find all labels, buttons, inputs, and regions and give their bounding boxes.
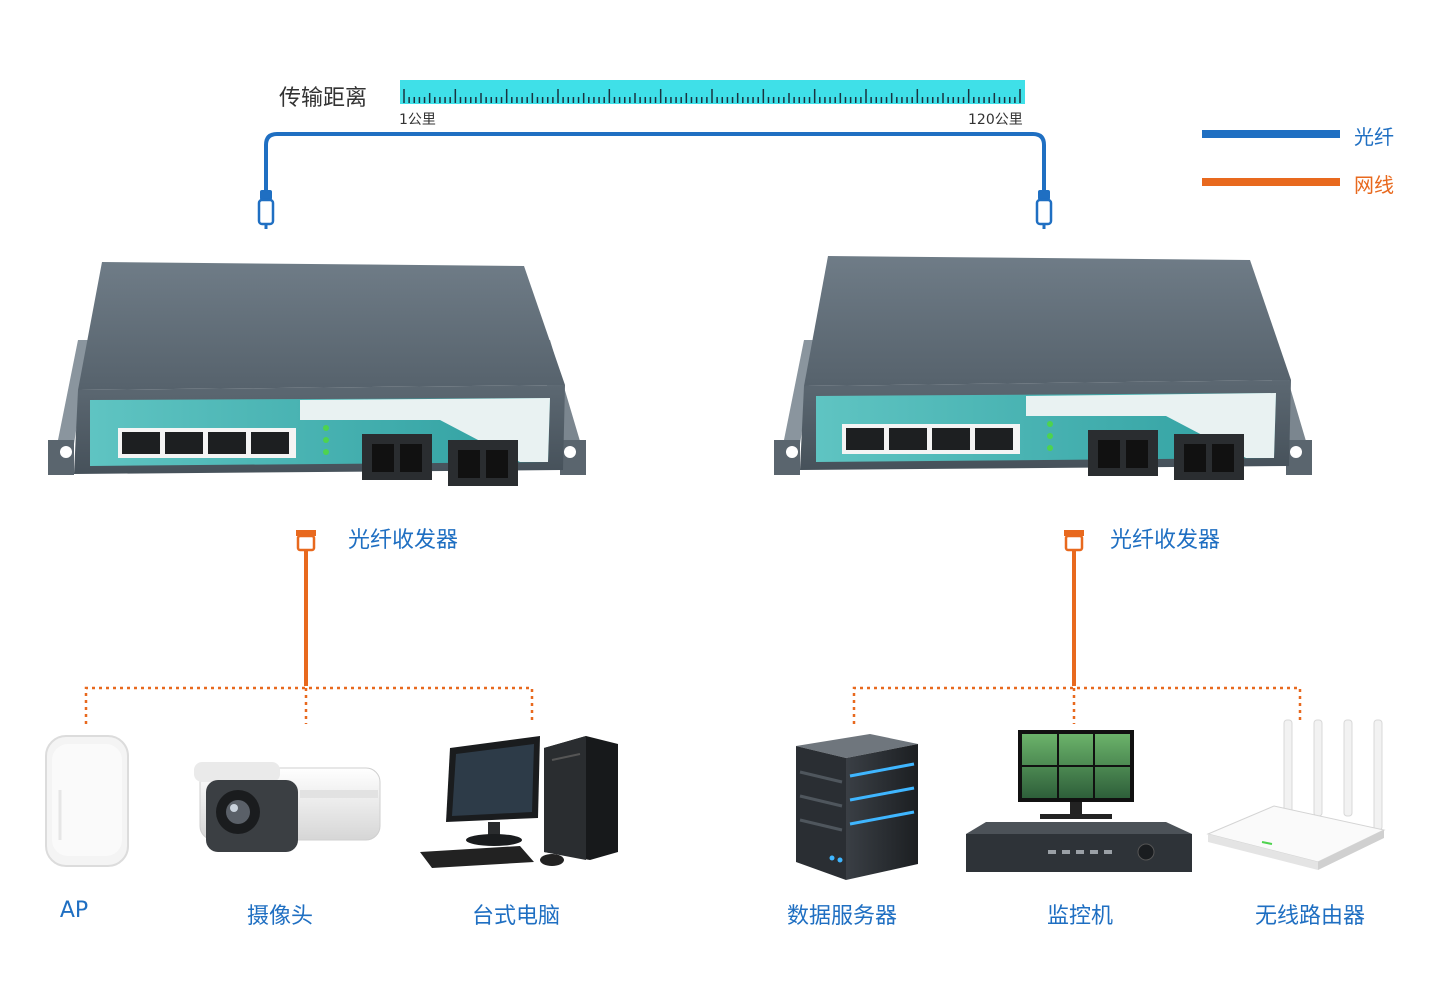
camera-device-icon [194, 762, 381, 852]
device-label-router: 无线路由器 [1254, 904, 1365, 929]
sc-fiber-ports-right [1088, 430, 1244, 480]
device-label-ap: AP [59, 898, 89, 923]
legend-fiber-swatch [1202, 130, 1340, 138]
distance-max-label: 120公里 [968, 112, 1023, 128]
fiber-link-line [264, 132, 1046, 190]
legend-copper-swatch [1202, 178, 1340, 186]
status-leds-left [323, 425, 329, 455]
device-label-server: 数据服务器 [786, 904, 897, 929]
distance-min-label: 1公里 [399, 112, 436, 128]
status-leds-right [1047, 421, 1053, 451]
device-label-desktop: 台式电脑 [471, 904, 560, 929]
device-label-camera: 摄像头 [246, 904, 313, 929]
copper-link-left [84, 530, 534, 724]
transceiver-right-label: 光纤收发器 [1110, 528, 1221, 553]
distance-ruler [400, 80, 1025, 104]
distance-title: 传输距离 [279, 86, 368, 111]
ruler-ticks [403, 89, 1021, 103]
legend-fiber-label: 光纤 [1354, 125, 1394, 149]
copper-link-right [852, 530, 1302, 724]
fiber-connector-left [257, 190, 275, 229]
sc-fiber-ports-left [362, 434, 518, 486]
device-label-monitor: 监控机 [1046, 904, 1113, 929]
rj45-ports-right [842, 424, 1020, 454]
transceiver-left-label: 光纤收发器 [348, 528, 459, 553]
fiber-transceiver-right [774, 256, 1312, 480]
monitoring-machine-icon [966, 730, 1192, 872]
fiber-transceiver-left [48, 262, 586, 486]
legend-copper-label: 网线 [1354, 173, 1394, 197]
ap-device-icon [45, 735, 129, 867]
fiber-connector-right [1035, 190, 1053, 229]
data-server-icon [796, 734, 918, 880]
wireless-router-icon [1206, 719, 1386, 870]
rj45-ports-left [118, 428, 296, 458]
desktop-pc-icon [420, 736, 618, 868]
